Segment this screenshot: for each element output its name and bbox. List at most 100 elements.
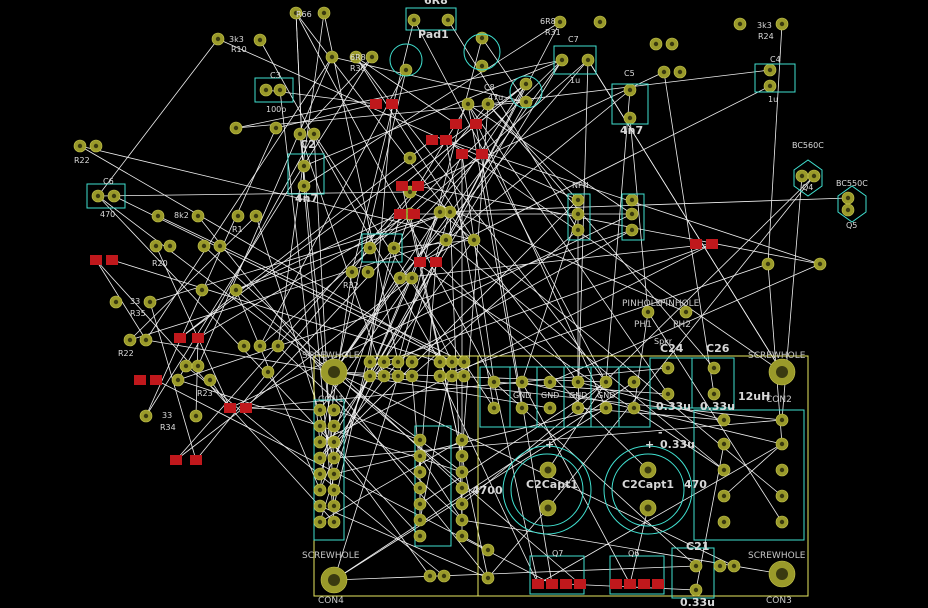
smd-pad	[150, 375, 162, 385]
pad-hole	[645, 309, 651, 315]
pad-hole	[301, 183, 307, 189]
pad-hole	[485, 575, 491, 581]
pad-hole	[721, 417, 727, 423]
pad-hole	[349, 269, 355, 275]
plus-sign-1: +	[545, 438, 554, 451]
pad-hole	[629, 211, 635, 217]
value-100p: 100p	[266, 105, 286, 114]
pad-hole	[127, 337, 133, 343]
pad-hole	[459, 469, 465, 475]
pad-hole	[317, 423, 323, 429]
pinhole-label-1: PINHOLE	[622, 299, 662, 309]
value-4700-a: 4700	[472, 484, 503, 497]
pad-hole	[273, 125, 279, 131]
value-500: 6R8	[424, 0, 448, 7]
value-033u-b: 0.33u	[700, 400, 735, 413]
ref-c26: C26	[706, 342, 730, 355]
pad-hole	[779, 441, 785, 447]
ref-r35: R35	[130, 309, 146, 318]
type-bc560c: BC560C	[792, 141, 824, 150]
ref-con4: CON4	[318, 596, 344, 606]
pad-hole	[779, 493, 785, 499]
value-033u-a: 0.33u	[656, 400, 691, 413]
pad-hole	[485, 101, 491, 107]
pinhole-label-2: PINHOLE	[660, 299, 700, 309]
pad-hole	[153, 243, 159, 249]
pad-hole	[845, 195, 851, 201]
ref-q7: Q7	[552, 549, 563, 558]
smd-pad	[224, 403, 236, 413]
pad-hole	[367, 373, 373, 379]
pad-hole	[407, 189, 413, 195]
pad-hole	[437, 209, 443, 215]
smd-pad	[690, 239, 702, 249]
pad-hole	[321, 10, 327, 16]
smd-pad	[408, 209, 420, 219]
smd-pad	[430, 257, 442, 267]
pad-hole	[143, 413, 149, 419]
ref-r66: R66	[296, 10, 312, 19]
smd-pad	[90, 255, 102, 265]
pad-hole	[447, 209, 453, 215]
pad-hole	[523, 81, 529, 87]
ref-con1: CON1	[318, 395, 344, 405]
pad-hole	[603, 405, 609, 411]
pad-hole	[767, 83, 773, 89]
pad-hole	[461, 373, 467, 379]
pad-hole	[629, 227, 635, 233]
pad-hole	[331, 519, 337, 525]
pad-hole	[627, 115, 633, 121]
ref-r30: R30	[350, 64, 366, 73]
pad-hole	[665, 391, 671, 397]
pad-hole	[331, 487, 337, 493]
type-bc550c: BC550C	[836, 179, 868, 188]
pad-hole	[631, 379, 637, 385]
ref-ph2: PH2	[673, 320, 691, 330]
pad-hole	[479, 35, 485, 41]
ref-c2: C2	[300, 138, 316, 151]
smd-pad	[394, 209, 406, 219]
pad-hole	[317, 407, 323, 413]
pad-hole	[331, 423, 337, 429]
pad-hole	[317, 471, 323, 477]
pad-hole	[317, 439, 323, 445]
screwhole-label-tr: SCREWHOLE	[748, 351, 806, 361]
pad-hole	[175, 377, 181, 383]
pad-hole	[811, 173, 817, 179]
pad-hole	[331, 439, 337, 445]
pad-hole	[779, 21, 785, 27]
pad-hole	[417, 469, 423, 475]
pad-hole	[417, 501, 423, 507]
gnd-label: GND	[569, 391, 587, 400]
pad-hole	[365, 269, 371, 275]
pad-hole	[317, 455, 323, 461]
pad-hole	[301, 163, 307, 169]
ref-r34: R34	[160, 423, 176, 432]
pad-hole	[331, 503, 337, 509]
ref-c24: C24	[660, 342, 684, 355]
pad-hole	[331, 471, 337, 477]
pad-hole	[547, 379, 553, 385]
pad-hole	[693, 587, 699, 593]
pad-hole	[817, 261, 823, 267]
value-12uh: 12uH	[738, 390, 770, 403]
pad-hole	[409, 275, 415, 281]
value-33b: 33	[162, 411, 172, 420]
pad-hole	[575, 379, 581, 385]
smd-pad	[192, 333, 204, 343]
minus-sign: -	[658, 426, 663, 439]
pad-hole	[776, 568, 788, 580]
ref-con2: CON2	[766, 395, 792, 405]
pad-hole	[765, 261, 771, 267]
pad-hole	[631, 405, 637, 411]
pad-hole	[253, 213, 259, 219]
ref-c6: C6	[103, 177, 114, 186]
pad-hole	[167, 243, 173, 249]
pad-hole	[95, 193, 101, 199]
pad-hole	[445, 17, 451, 23]
pad-hole	[779, 519, 785, 525]
pad-hole	[265, 369, 271, 375]
ref-c5: C5	[624, 69, 635, 78]
smd-pad	[470, 119, 482, 129]
